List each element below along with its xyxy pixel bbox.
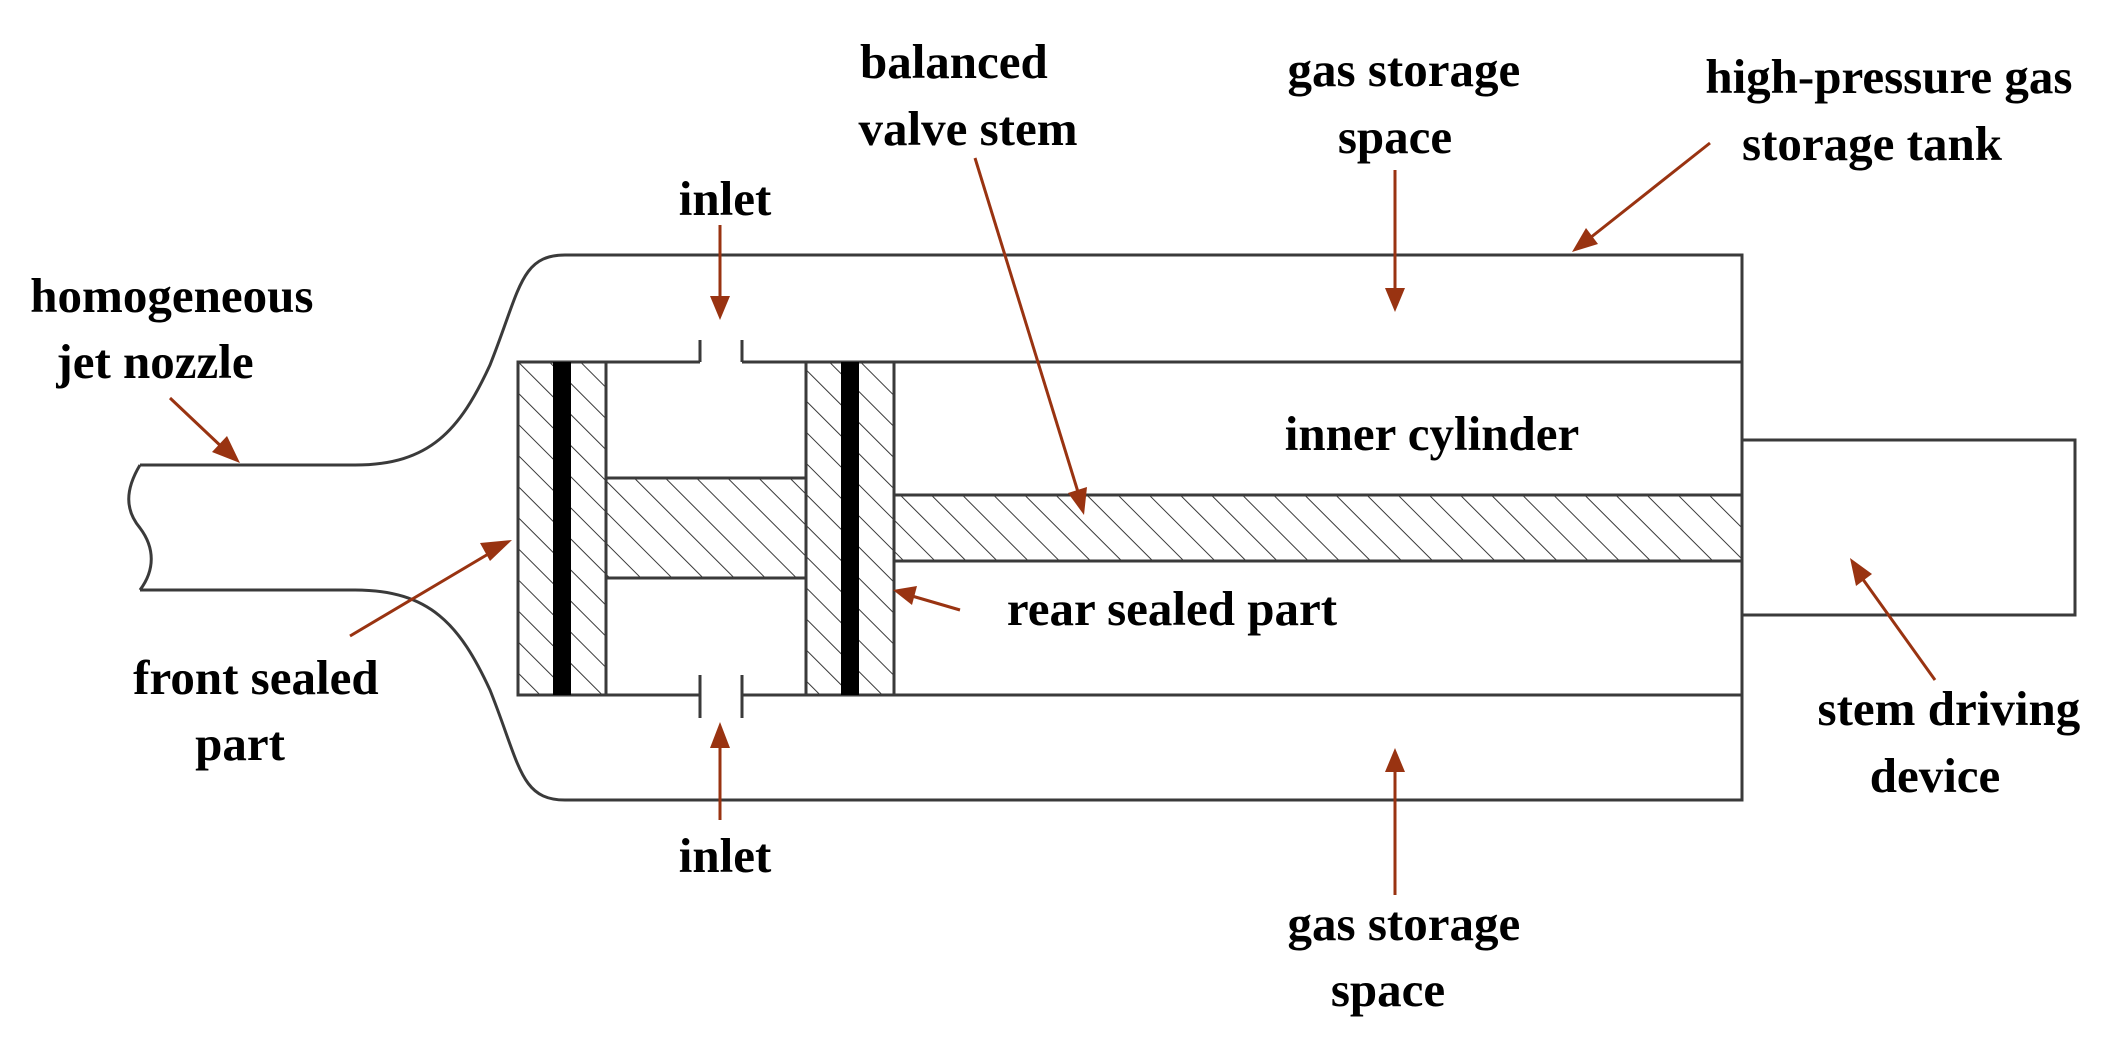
arrow-inlet-bottom-head	[710, 722, 730, 748]
stem-driving-device-box	[1742, 438, 2077, 617]
arrow-front-sealed	[349, 548, 496, 638]
label-line: high-pressure gas	[1705, 49, 2072, 104]
label-line: storage tank	[1742, 116, 2003, 171]
label-line: part	[195, 716, 286, 771]
top-inlet-port	[698, 340, 744, 362]
arrow-tank-head	[1572, 228, 1598, 252]
label-line: homogeneous	[30, 268, 313, 323]
front-seal-band	[553, 362, 571, 695]
label-rear-sealed-part: rear sealed part	[1007, 581, 1338, 636]
arrow-front-sealed-head	[480, 540, 512, 561]
label-gas-storage-space-bottom: gas storage space	[1288, 896, 1533, 1017]
label-high-pressure-gas-storage-tank: high-pressure gas storage tank	[1705, 49, 2084, 171]
arrow-rear-sealed	[911, 594, 961, 612]
arrow-gas-space-bottom-head	[1385, 748, 1405, 772]
arrow-stem-driving-head	[1850, 558, 1872, 586]
arrow-valve-stem	[973, 157, 1080, 493]
bottom-inlet-port	[698, 675, 744, 718]
label-line: gas storage	[1288, 42, 1521, 97]
arrow-inlet-top-head	[710, 296, 730, 320]
nozzle-break-end	[127, 464, 153, 591]
label-line: space	[1338, 109, 1452, 164]
arrow-valve-stem-head	[1068, 487, 1087, 515]
label-line: device	[1870, 748, 2001, 803]
label-line: inlet	[679, 828, 772, 883]
arrow-stem-driving	[1860, 577, 1937, 681]
label-line: balanced	[860, 34, 1048, 89]
piston-connector	[604, 476, 808, 580]
label-homogeneous-jet-nozzle: homogeneous jet nozzle	[30, 268, 325, 389]
label-line: rear sealed part	[1007, 581, 1338, 636]
annotation-arrows	[168, 141, 1937, 895]
label-line: gas storage	[1288, 896, 1521, 951]
rear-seal-band	[841, 362, 859, 695]
label-inlet-top: inlet	[679, 171, 772, 226]
label-inlet-bottom: inlet	[679, 828, 772, 883]
label-line: stem driving	[1818, 681, 2081, 736]
label-stem-driving-device: stem driving device	[1818, 681, 2093, 803]
arrow-nozzle	[168, 396, 227, 452]
balanced-valve-stem-shape	[892, 493, 1744, 563]
arrow-rear-sealed-head	[893, 586, 917, 605]
label-inner-cylinder: inner cylinder	[1285, 406, 1579, 461]
label-line: inner cylinder	[1285, 406, 1579, 461]
arrow-gas-space-top-head	[1385, 288, 1405, 312]
arrow-nozzle-head	[212, 436, 240, 463]
label-line: space	[1331, 962, 1445, 1017]
label-line: inlet	[679, 171, 772, 226]
label-front-sealed-part: front sealed part	[133, 650, 391, 771]
label-gas-storage-space-top: gas storage space	[1288, 42, 1533, 164]
label-line: valve stem	[858, 101, 1077, 156]
label-line: jet nozzle	[55, 334, 253, 389]
arrow-tank	[1589, 141, 1711, 240]
label-line: front sealed	[133, 650, 378, 705]
label-balanced-valve-stem: balanced valve stem	[858, 34, 1077, 156]
